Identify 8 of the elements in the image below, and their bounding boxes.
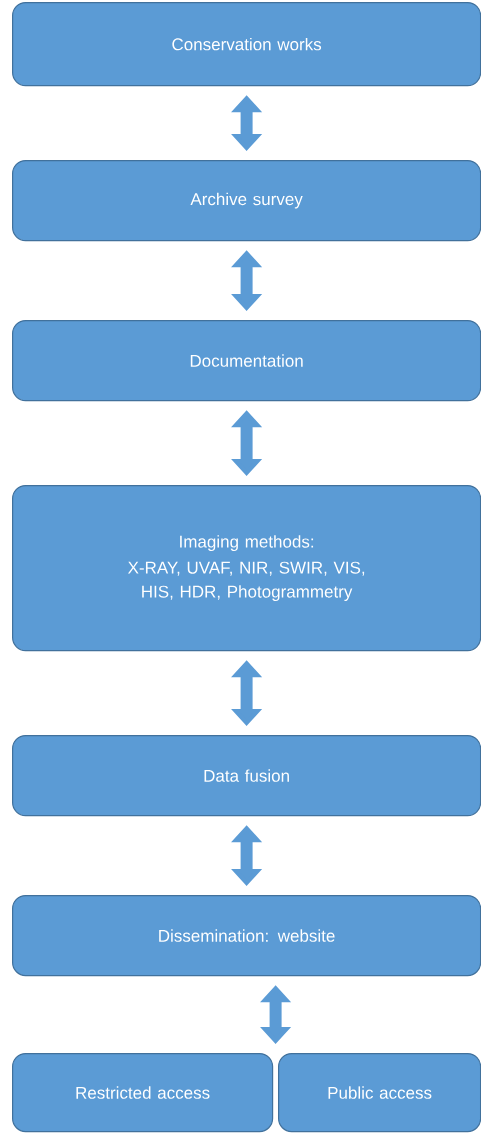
process-box: Restricted access xyxy=(12,1053,274,1133)
process-box: Dissemination: website xyxy=(12,895,481,977)
process-box: Archive survey xyxy=(12,160,481,242)
process-box: Imaging methods: X-RAY, UVAF, NIR, SWIR, VIS, HIS, HDR, Photogrammetry xyxy=(12,485,481,652)
process-box: Documentation xyxy=(12,320,481,402)
process-box: Data fusion xyxy=(12,735,481,817)
process-box: Public access xyxy=(278,1053,481,1133)
process-box: Conservation works xyxy=(12,2,481,87)
